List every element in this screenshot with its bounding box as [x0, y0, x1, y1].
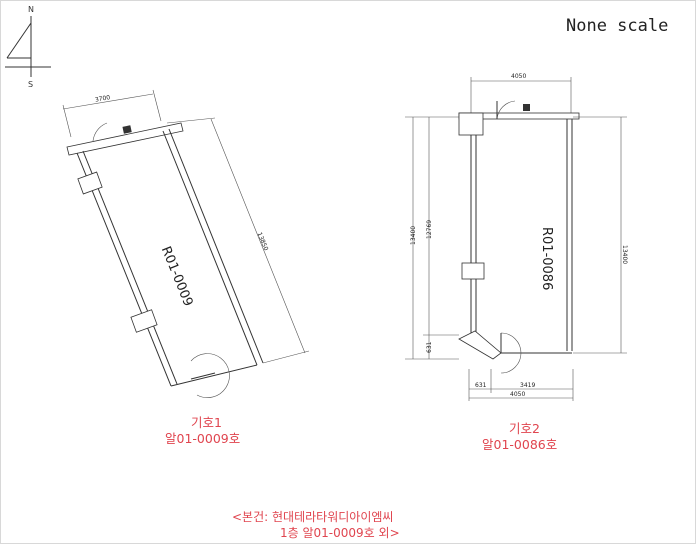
plan2-dim-left-small: 631 — [426, 341, 433, 353]
footer-line1: <본건: 현대테라타워디아이엠씨 — [232, 510, 393, 524]
plan2-bottom-door-icon — [500, 332, 522, 374]
plan1-caption-line2: 알01-0009호 — [165, 431, 240, 446]
plan2-dim-bottom-seg1: 631 — [475, 382, 487, 389]
plan1-right-dimension: 13850 — [166, 117, 310, 364]
plan2-dim-top: 4050 — [511, 73, 526, 80]
plan2-dim-bottom-seg2: 3419 — [520, 382, 535, 389]
plan2-window — [461, 262, 485, 280]
plan2-dim-left-inner: 12769 — [426, 220, 433, 239]
plan1-window-2 — [130, 309, 158, 333]
plan1: 3700 13850 R01-0009 — [62, 89, 310, 398]
scale-note: None scale — [566, 16, 668, 36]
plan2-caption-line1: 기호2 — [509, 421, 540, 436]
plan2-dim-bottom-total: 4050 — [510, 391, 525, 398]
plan1-caption-line1: 기호1 — [191, 415, 222, 430]
plan1-dim-length: 13850 — [256, 231, 270, 251]
plan2-top-dimension: 4050 — [470, 73, 572, 113]
plan2-right-dimension: 13400 — [573, 116, 628, 354]
plan1-window-1 — [77, 171, 103, 195]
plan2-left-dimensions: 13400 12769 631 — [405, 116, 459, 360]
plan2-column-box — [458, 112, 484, 136]
plan1-left-wall-inner — [82, 150, 178, 385]
plan1-bottom-wall — [170, 364, 258, 387]
plan1-right-wall-inner — [168, 128, 264, 364]
plan1-left-wall — [76, 152, 172, 387]
plan2-dim-left-outer: 13400 — [410, 226, 417, 245]
plan1-top-wall — [66, 122, 184, 156]
plan1-top-dimension: 3700 — [62, 89, 162, 138]
plan2: 4050 13400 12769 — [405, 73, 628, 401]
plan2-bottom-jamb — [458, 330, 502, 360]
plan2-dim-right: 13400 — [621, 245, 628, 264]
compass-north-label: N — [28, 5, 34, 14]
compass-south-label: S — [28, 80, 33, 89]
plan1-bottom-door-icon — [190, 353, 230, 398]
plan1-dim-top: 3700 — [94, 94, 110, 104]
plan1-right-wall — [162, 130, 258, 366]
plan1-room-id: R01-0009 — [158, 244, 196, 308]
plan1-vent-icon — [122, 125, 132, 134]
footer-line2: 1층 알01-0009호 외> — [280, 526, 400, 540]
plan2-caption-line2: 알01-0086호 — [482, 437, 557, 452]
plan1-top-door-icon — [92, 122, 108, 142]
plan2-bottom-dimensions: 631 3419 4050 — [468, 369, 574, 401]
plan2-room-id: R01-0086 — [539, 227, 554, 290]
compass: N S — [5, 5, 51, 89]
plan2-vent-icon — [523, 104, 530, 111]
